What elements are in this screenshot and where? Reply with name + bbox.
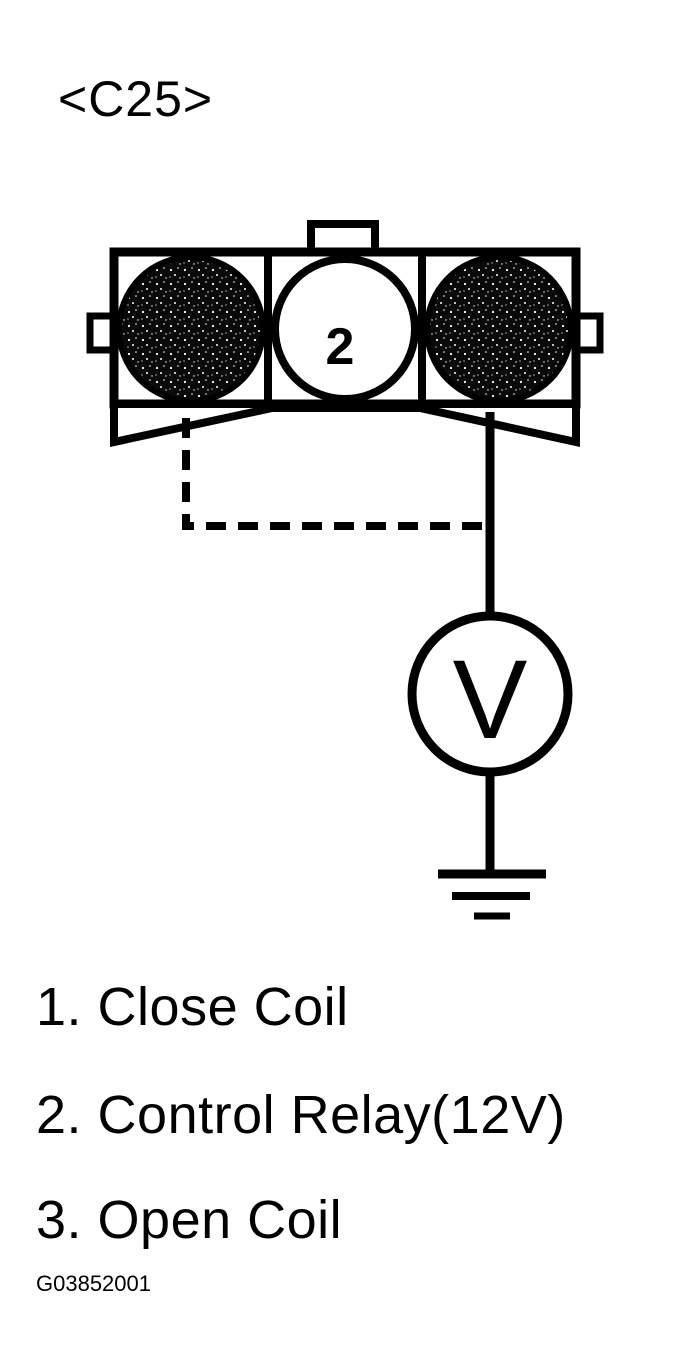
voltmeter-icon: V <box>407 611 573 777</box>
ground-icon <box>438 869 546 920</box>
figure-code: G03852001 <box>36 1271 151 1296</box>
connector-test-diagram: 2 V <box>86 220 604 920</box>
legend-item-control-relay: 2. Control Relay(12V) <box>36 1085 566 1145</box>
legend-item-open-coil: 3. Open Coil <box>36 1190 343 1250</box>
pin-1-close-coil <box>116 254 266 404</box>
svg-text:V: V <box>453 637 528 762</box>
pin-3-open-coil <box>424 254 574 404</box>
legend-item-close-coil: 1. Close Coil <box>36 977 349 1037</box>
alternate-probe-lead <box>182 418 488 530</box>
connector-id-label: <C25> <box>58 71 214 127</box>
pin-2-label: 2 <box>326 318 355 376</box>
pin-2-control-relay <box>271 255 419 403</box>
